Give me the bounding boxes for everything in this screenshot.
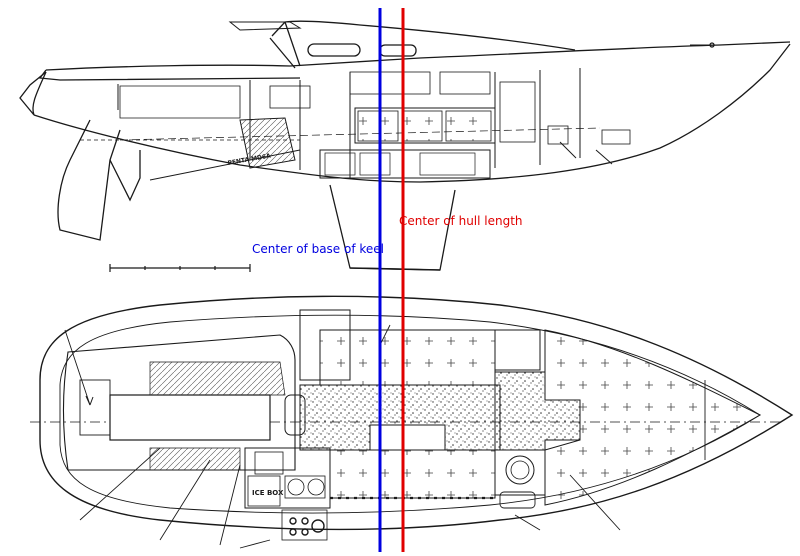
profile-view [19, 20, 791, 272]
v-berth [544, 329, 762, 506]
starboard-settee [329, 449, 496, 499]
head [494, 449, 546, 496]
scale-bar [109, 264, 251, 272]
plan-view [30, 295, 794, 549]
cockpit [62, 334, 296, 471]
rudder [57, 119, 121, 241]
engine [239, 117, 296, 169]
port-settee [319, 329, 496, 386]
transom [32, 71, 47, 116]
cabin-top [271, 20, 576, 51]
icebox-label: ICE BOX [252, 489, 284, 497]
plan-hull-outline [39, 295, 794, 531]
portlight-1 [307, 43, 361, 57]
hull-bottom [33, 43, 791, 183]
deck-line [45, 41, 791, 71]
portlight-2 [379, 44, 417, 57]
galley [244, 447, 331, 509]
keel-center-label: Center of base of keel [252, 242, 385, 256]
stove [281, 509, 328, 541]
hull-center-label: Center of hull length [399, 214, 523, 228]
